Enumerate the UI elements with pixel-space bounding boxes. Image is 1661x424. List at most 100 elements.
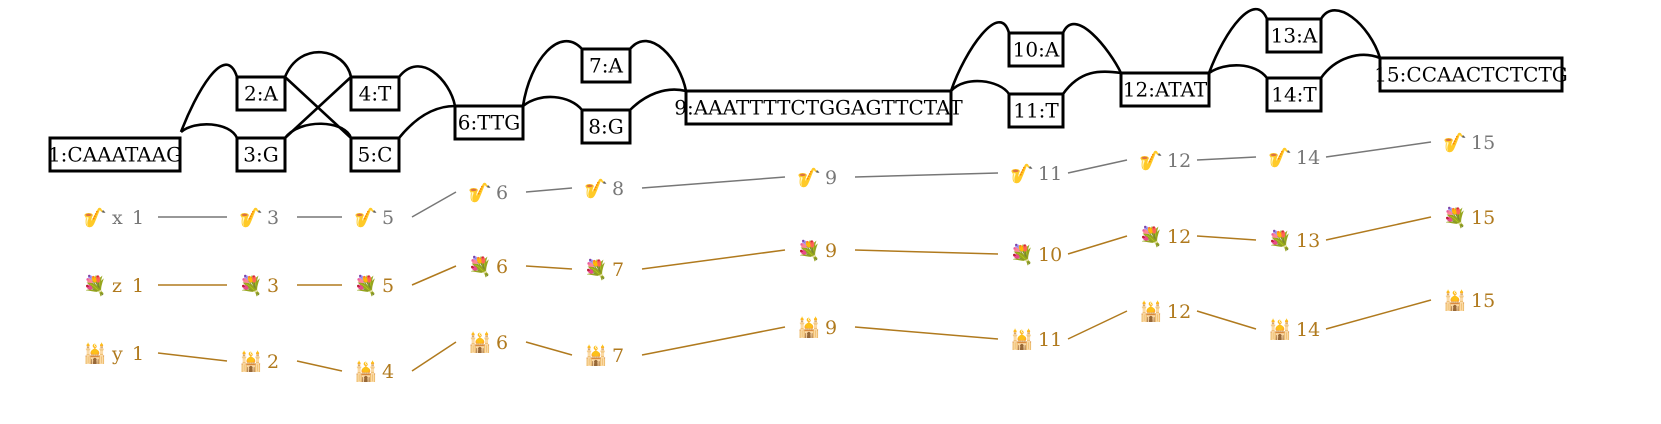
node-12[interactable]: 12:ATAT bbox=[1119, 71, 1211, 108]
path-step-number: 9 bbox=[825, 317, 837, 339]
node-box bbox=[235, 75, 287, 112]
saxophone-icon: 🎷 bbox=[584, 178, 608, 200]
edge-2-4 bbox=[283, 50, 353, 78]
edge-12-14 bbox=[1208, 63, 1269, 79]
path-step: 💐5 bbox=[354, 274, 394, 297]
node-box bbox=[684, 89, 953, 126]
path-step: 🎷11 bbox=[1010, 163, 1062, 185]
mosque-icon: 🕌 bbox=[1443, 289, 1467, 312]
path-step-number: 12 bbox=[1167, 301, 1191, 323]
path-step: 🕌14 bbox=[1268, 318, 1320, 341]
node-box bbox=[1265, 76, 1323, 113]
edge-13-15 bbox=[1319, 9, 1382, 59]
node-4[interactable]: 4:T bbox=[349, 75, 401, 112]
path-link bbox=[1067, 159, 1128, 174]
node-label: 10:A bbox=[1013, 38, 1060, 62]
node-label: 15:CCAACTCTCTG bbox=[1374, 63, 1568, 87]
bouquet-icon: 💐 bbox=[584, 258, 608, 281]
bouquet-icon: 💐 bbox=[1268, 229, 1292, 252]
path-link bbox=[157, 352, 228, 362]
edge-5-6 bbox=[397, 104, 456, 139]
edge-9-11 bbox=[950, 79, 1011, 95]
edge-10-12 bbox=[1061, 23, 1123, 74]
mosque-icon: 🕌 bbox=[239, 350, 263, 373]
path-step-number: 9 bbox=[825, 240, 837, 262]
edge-3-5 bbox=[283, 122, 353, 139]
edge-9-10 bbox=[949, 21, 1011, 92]
path-step: 💐13 bbox=[1268, 229, 1320, 252]
node-14[interactable]: 14:T bbox=[1265, 76, 1323, 113]
path-step: 🎷3 bbox=[239, 207, 279, 229]
edge-1-2 bbox=[179, 63, 239, 133]
node-label: 4:T bbox=[359, 82, 392, 106]
path-step-number: 3 bbox=[267, 207, 279, 229]
edge-11-12 bbox=[1061, 70, 1122, 95]
node-11[interactable]: 11:T bbox=[1007, 92, 1065, 129]
path-link bbox=[525, 341, 573, 356]
edge-12-13 bbox=[1207, 7, 1269, 74]
node-label: 6:TTG bbox=[458, 111, 521, 135]
node-5[interactable]: 5:C bbox=[349, 136, 401, 173]
path-step: 🎷9 bbox=[797, 167, 837, 189]
node-label: 5:C bbox=[358, 143, 393, 167]
edge-4-6 bbox=[397, 65, 457, 107]
node-13[interactable]: 13:A bbox=[1265, 17, 1323, 54]
mosque-icon: 🕌 bbox=[797, 316, 821, 339]
node-label: 1:CAAATAAG bbox=[48, 143, 182, 167]
path-step-number: 6 bbox=[496, 332, 508, 354]
path-step-number: 1 bbox=[132, 275, 144, 297]
path-step-number: 5 bbox=[382, 275, 394, 297]
saxophone-icon: 🎷 bbox=[468, 182, 492, 204]
node-box bbox=[1007, 92, 1065, 129]
edge-6-8 bbox=[522, 95, 584, 111]
nodes-layer: 1:CAAATAAG 2:A 3:G 4:T 5:C 6:TTG 7:A 8:G 9:AAATT… bbox=[48, 17, 1568, 173]
path-link bbox=[854, 326, 999, 340]
mosque-icon: 🕌 bbox=[584, 344, 608, 367]
node-9[interactable]: 9:AAATTTTCTGGAGTTCTAT bbox=[674, 89, 963, 126]
path-link bbox=[1325, 141, 1432, 158]
path-step: 🕌2 bbox=[239, 350, 279, 373]
path-step: 🎷8 bbox=[584, 178, 624, 200]
mosque-icon: 🕌 bbox=[1010, 328, 1034, 351]
path-step-number: 14 bbox=[1296, 147, 1320, 169]
node-15[interactable]: 15:CCAACTCTCTG bbox=[1374, 56, 1568, 93]
bouquet-icon: 💐 bbox=[797, 239, 821, 262]
edges-layer bbox=[179, 7, 1382, 139]
bouquet-icon: 💐 bbox=[354, 274, 378, 297]
mosque-icon: 🕌 bbox=[83, 342, 107, 365]
path-link bbox=[641, 249, 786, 270]
path-step-number: 5 bbox=[382, 207, 394, 229]
path-step-number: 4 bbox=[382, 361, 394, 383]
mosque-icon: 🕌 bbox=[1268, 318, 1292, 341]
node-box bbox=[235, 136, 287, 173]
saxophone-icon: 🎷 bbox=[1268, 147, 1292, 169]
saxophone-icon: 🎷 bbox=[354, 207, 378, 229]
node-2[interactable]: 2:A bbox=[235, 75, 287, 112]
node-8[interactable]: 8:G bbox=[580, 108, 632, 145]
path-step: 🕌4 bbox=[354, 360, 394, 383]
path-step: 🕌6 bbox=[468, 331, 508, 354]
saxophone-icon: 🎷 bbox=[1010, 163, 1034, 185]
path-step: 🎷5 bbox=[354, 207, 394, 229]
node-box bbox=[1378, 56, 1564, 93]
path-step: 🎷15 bbox=[1443, 132, 1495, 154]
path-link bbox=[411, 341, 457, 372]
node-7[interactable]: 7:A bbox=[580, 47, 632, 84]
node-3[interactable]: 3:G bbox=[235, 136, 287, 173]
node-6[interactable]: 6:TTG bbox=[453, 104, 525, 141]
path-step: 💐15 bbox=[1443, 206, 1495, 229]
bouquet-icon: 💐 bbox=[83, 274, 107, 297]
node-label: 7:A bbox=[589, 54, 623, 78]
path-step-number: 3 bbox=[267, 275, 279, 297]
path-step-number: 1 bbox=[132, 343, 144, 365]
path-step-number: 11 bbox=[1038, 329, 1062, 351]
node-1[interactable]: 1:CAAATAAG bbox=[48, 136, 182, 173]
path-step-number: 8 bbox=[612, 178, 624, 200]
node-10[interactable]: 10:A bbox=[1007, 31, 1065, 68]
path-link bbox=[1196, 310, 1257, 330]
path-step-number: 12 bbox=[1167, 150, 1191, 172]
node-label: 12:ATAT bbox=[1123, 78, 1208, 102]
